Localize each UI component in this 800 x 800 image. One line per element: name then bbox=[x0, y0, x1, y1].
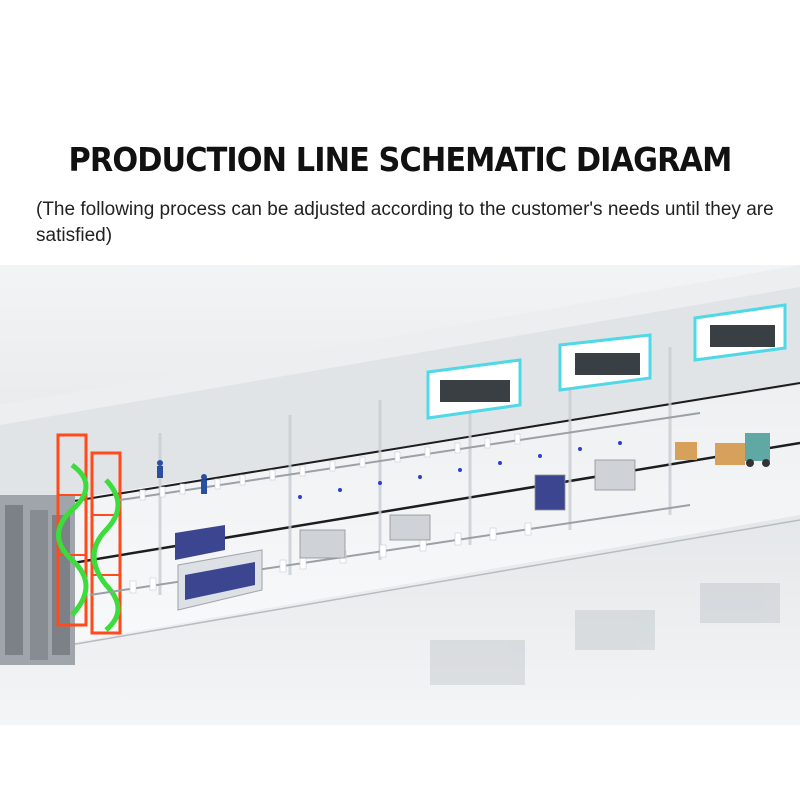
lower-rail bbox=[0, 441, 800, 577]
upper-bottles bbox=[139, 433, 521, 501]
ceiling-band bbox=[0, 265, 800, 425]
forklift-icon bbox=[745, 433, 770, 467]
floor-edge bbox=[69, 519, 800, 646]
upper-rail bbox=[0, 382, 800, 514]
filling-machines bbox=[299, 459, 636, 559]
floor-reflections bbox=[430, 583, 780, 685]
pallets bbox=[675, 442, 745, 465]
bottle-caps bbox=[298, 441, 622, 499]
glass-partitions bbox=[158, 347, 672, 595]
elevator-towers bbox=[56, 433, 122, 635]
washing-machine bbox=[175, 525, 263, 611]
production-line-illustration bbox=[0, 265, 800, 725]
control-room-icon bbox=[426, 303, 787, 420]
worker-icon bbox=[157, 460, 207, 494]
upper-conveyor bbox=[119, 412, 701, 501]
page-title: PRODUCTION LINE SCHEMATIC DIAGRAM bbox=[68, 140, 733, 179]
page-subtitle: (The following process can be adjusted a… bbox=[36, 199, 774, 246]
